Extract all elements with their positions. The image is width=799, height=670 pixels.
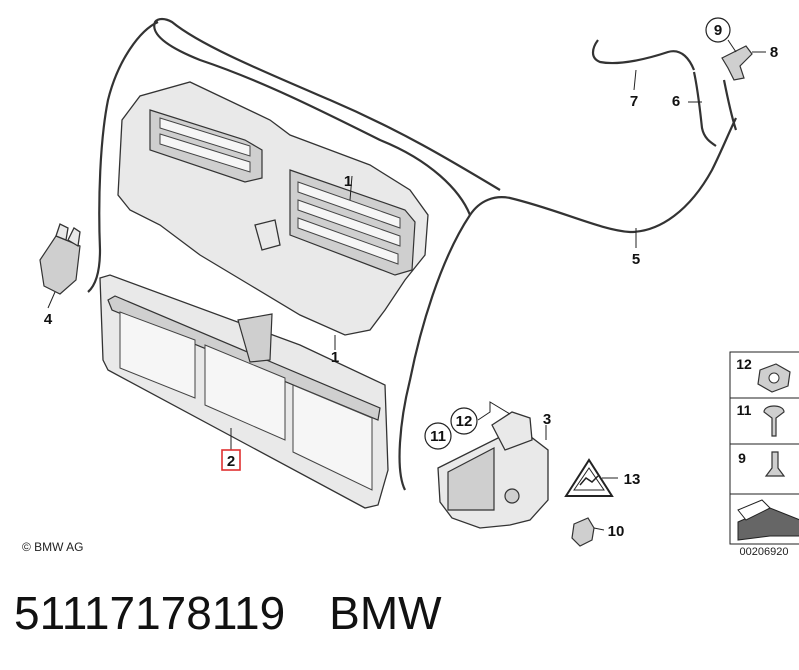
legend-label-11: 11 <box>737 402 752 418</box>
wire-part-6 <box>692 71 738 147</box>
caption: 51117178119 BMW <box>14 586 486 640</box>
callout-2: 2 <box>227 453 235 470</box>
copyright-notice: © BMW AG <box>22 540 84 554</box>
warning-label-part-13 <box>564 458 614 497</box>
callout-9: 9 <box>714 22 722 39</box>
legend-label-9: 9 <box>738 450 746 466</box>
grille-housing-part-1 <box>117 81 429 336</box>
legend-label-12: 12 <box>736 356 752 372</box>
clip-icon <box>764 451 786 477</box>
actuator-part-3 <box>437 411 549 529</box>
brand-name: BMW <box>329 587 442 639</box>
callout-13: 13 <box>624 471 641 488</box>
highlight-box <box>221 449 241 471</box>
bolt-part-10 <box>571 517 595 547</box>
screw-icon <box>763 405 785 437</box>
callout-4: 4 <box>44 311 53 328</box>
callout-5: 5 <box>632 251 640 268</box>
callout-3: 3 <box>543 411 551 428</box>
connector-part-4 <box>39 223 81 295</box>
parts-diagram: 1 1 4 5 7 6 8 9 3 12 11 13 10 2 12 11 9 … <box>39 17 799 558</box>
reference-number: 00206920 <box>740 546 789 558</box>
air-flap-frame-part-2 <box>99 274 389 509</box>
callout-1b: 1 <box>331 349 339 366</box>
callout-7: 7 <box>630 93 638 110</box>
clip-part-8 <box>721 45 753 81</box>
callout-12: 12 <box>456 413 473 430</box>
fastener-legend: 12 11 9 <box>729 351 799 545</box>
cable-part-5 <box>87 17 737 491</box>
callout-8: 8 <box>770 44 778 61</box>
wire-part-7 <box>591 39 696 71</box>
leader-lines <box>47 39 766 531</box>
callout-10: 10 <box>608 523 625 540</box>
callout-11: 11 <box>430 428 446 445</box>
part-number: 51117178119 <box>14 587 286 639</box>
callout-1: 1 <box>344 173 352 190</box>
callout-6: 6 <box>672 93 680 110</box>
